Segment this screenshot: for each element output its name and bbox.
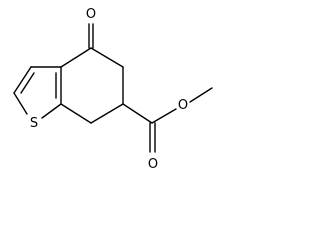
atom-label-ester-carbonyl-oxygen: O [148,157,158,172]
atom-label-sulfur: S [30,116,38,131]
bond-s-c7a [41,103,62,119]
bond-c4-c5 [90,47,124,68]
bond-cester-o [151,108,177,124]
atom-label-ester-oxygen: O [178,98,188,113]
bond-c3-c2 [13,66,32,94]
bond-o-methyl [189,87,213,103]
bond-c7-c7a [60,103,92,124]
bond-c6-cester [122,103,153,124]
bond-c3a-c4 [60,47,92,68]
bond-c3-c2-inner [20,72,35,94]
bond-c2-s [13,92,28,115]
bond-c6-c7 [90,103,124,124]
atom-label-ketone-oxygen: O [86,7,96,22]
chemical-structure: O S O O [13,7,213,172]
